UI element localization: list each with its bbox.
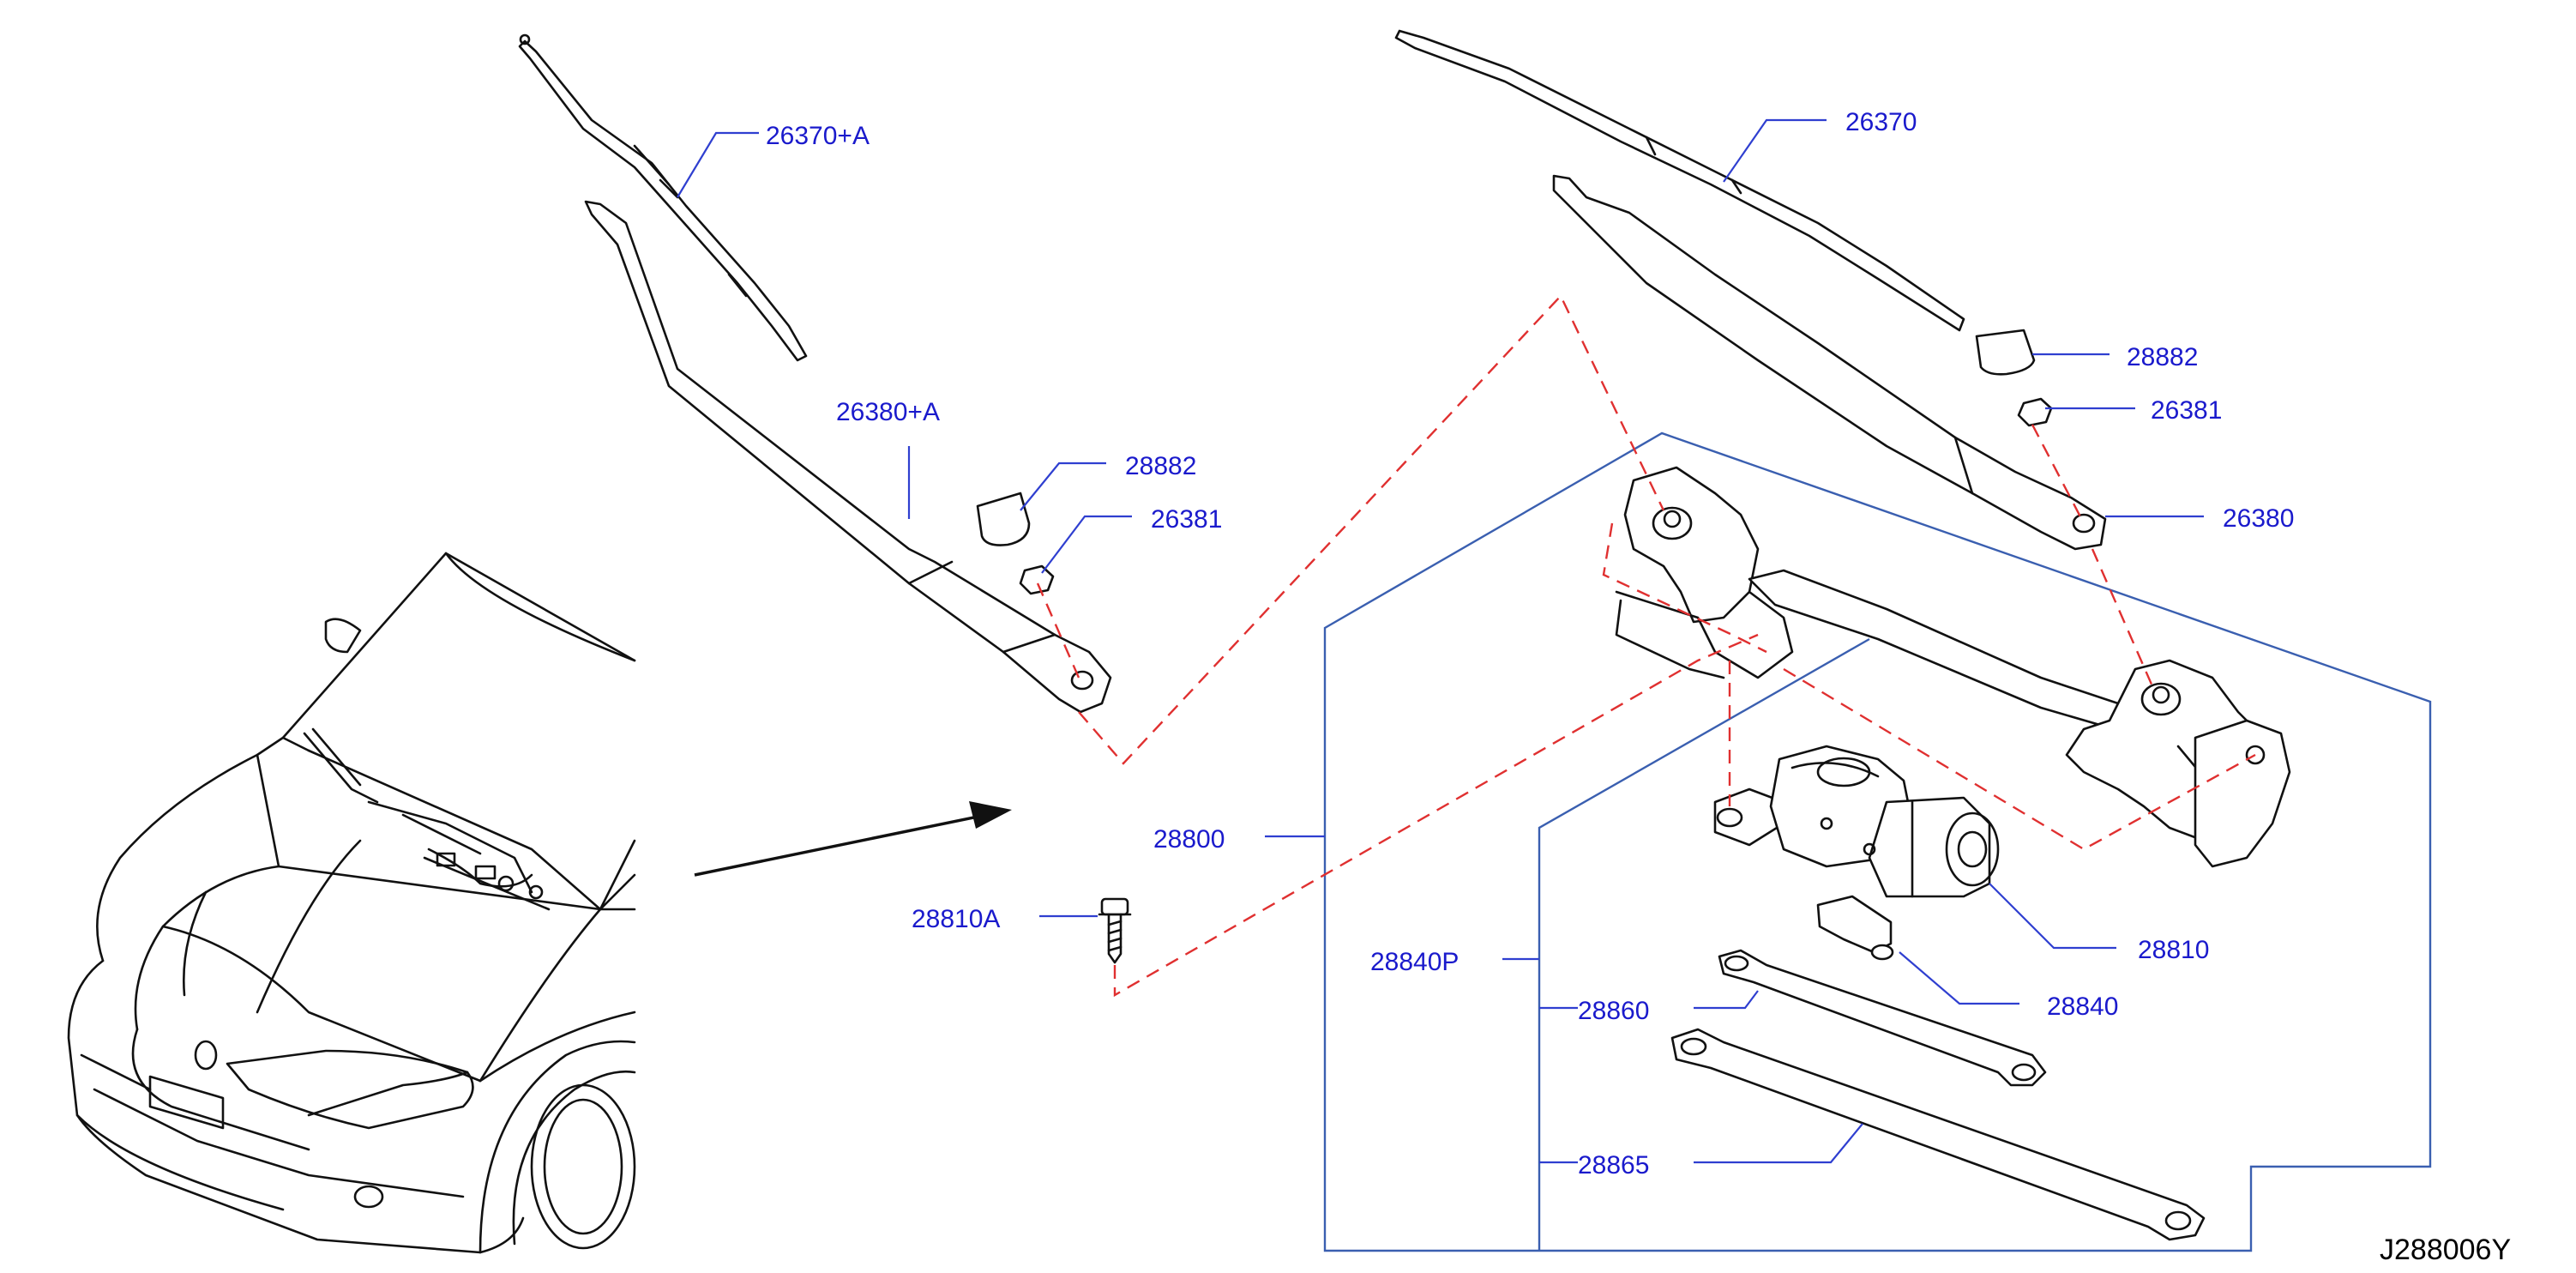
label-cap-passenger: 28882 — [1125, 452, 1196, 480]
label-nut-driver: 26381 — [2151, 396, 2222, 425]
label-bolt: 28810A — [912, 905, 1000, 933]
label-blade-passenger: 26370+A — [766, 122, 870, 150]
label-assembly: 28800 — [1153, 825, 1225, 854]
wiper-linkage-frame — [1615, 466, 2291, 868]
wiper-arm-passenger — [584, 200, 1112, 714]
label-arm-passenger: 26380+A — [836, 398, 940, 426]
assembly-outline — [1323, 431, 2432, 1252]
linkage-bracket — [1816, 895, 1894, 961]
label-nut-passenger: 26381 — [1151, 505, 1222, 534]
label-bracket: 28840 — [2047, 992, 2118, 1021]
wiper-nut-driver — [2017, 397, 2053, 427]
alignment-lines — [1036, 293, 2256, 998]
label-cap-driver: 28882 — [2127, 343, 2198, 371]
link-rod-long — [1670, 1028, 2206, 1241]
linkage-outline — [1538, 637, 1870, 1251]
wiper-arm-driver — [1552, 174, 2107, 551]
leader-lines — [677, 118, 2204, 1164]
link-rod-short — [1718, 949, 2047, 1087]
view-arrow — [694, 801, 1012, 877]
wiper-cap-passenger — [976, 492, 1031, 546]
wiper-blade-passenger — [518, 33, 808, 362]
wiper-blade-driver — [1394, 29, 1965, 332]
label-link-long: 28865 — [1578, 1151, 1649, 1179]
label-blade-driver: 26370 — [1845, 108, 1917, 136]
label-motor: 28810 — [2138, 936, 2209, 964]
label-arm-driver: 26380 — [2223, 504, 2294, 533]
label-linkage-kit: 28840P — [1370, 948, 1459, 976]
wiper-nut-passenger — [1019, 564, 1055, 595]
motor-bolt — [1098, 897, 1132, 964]
diagram-id: J288006Y — [2380, 1234, 2511, 1266]
wiper-cap-driver — [1975, 329, 2036, 376]
wiper-motor — [1713, 745, 2000, 898]
vehicle-illustration — [67, 552, 636, 1254]
label-link-short: 28860 — [1578, 997, 1649, 1025]
